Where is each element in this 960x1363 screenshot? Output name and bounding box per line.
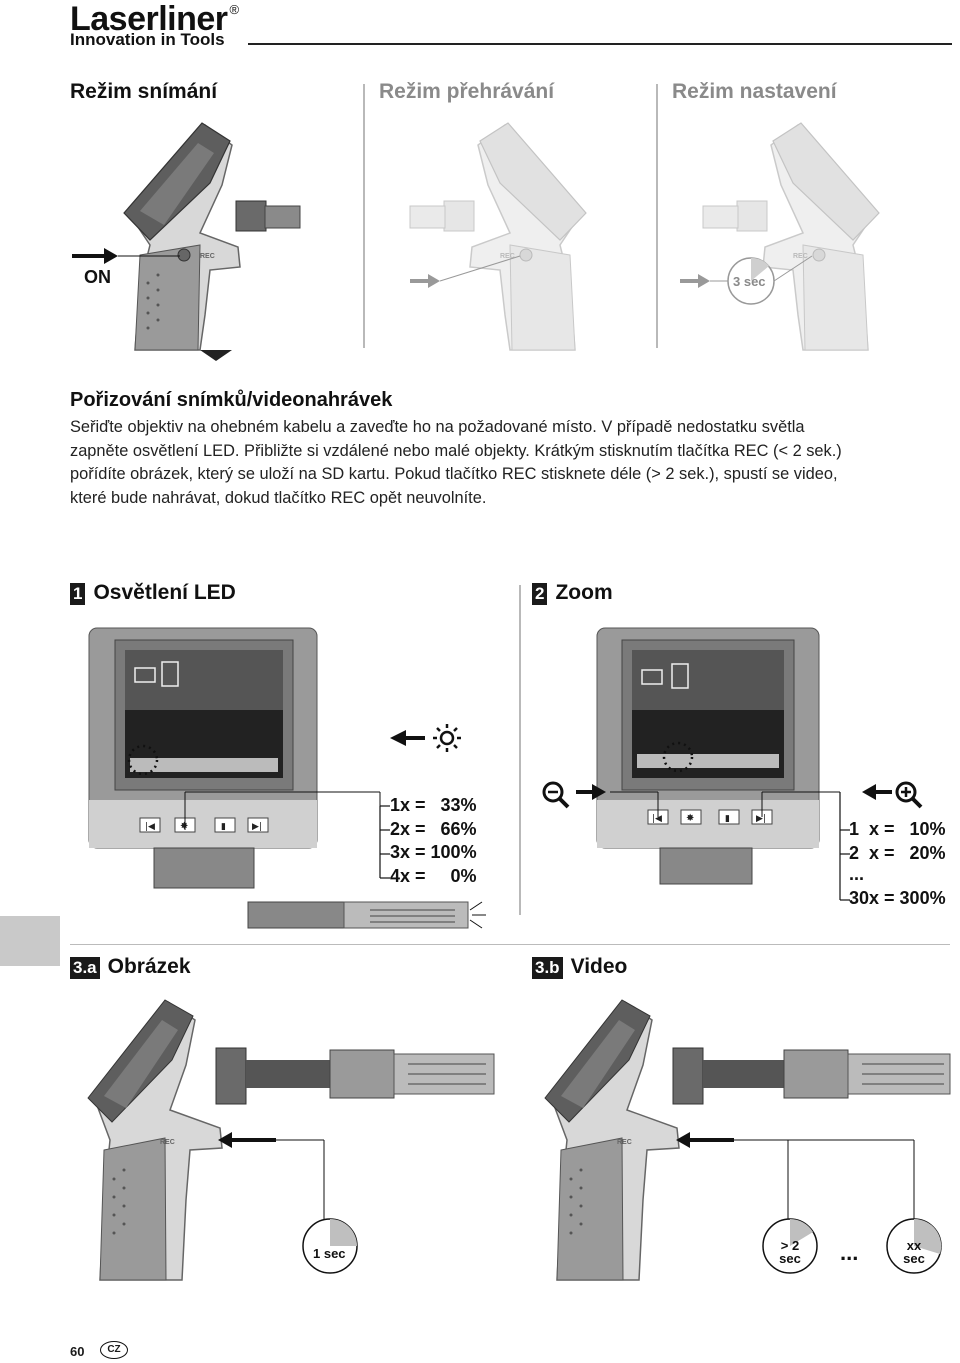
svg-text:REC: REC bbox=[793, 253, 808, 260]
svg-text:REC: REC bbox=[160, 1139, 175, 1146]
mode-playback-heading: Režim přehrávání bbox=[379, 80, 555, 103]
chapter-tab bbox=[0, 916, 60, 966]
led-zoom-illustrations: |◀ ✸ ▮ ▶| bbox=[88, 627, 923, 929]
led-arrow-icon bbox=[390, 730, 425, 746]
svg-text:▶|: ▶| bbox=[756, 814, 766, 824]
device-settings-illustration: REC bbox=[702, 122, 880, 351]
sun-icon bbox=[433, 724, 461, 752]
svg-text:▮: ▮ bbox=[221, 822, 226, 832]
paragraph-line: pořídíte obrázek, který se uloží na SD k… bbox=[70, 465, 838, 483]
power-on-label: ON bbox=[84, 267, 111, 287]
svg-text:▶|: ▶| bbox=[252, 822, 262, 832]
timer-2sec-top: > 2 bbox=[780, 1238, 800, 1253]
timer-2sec-bottom: sec bbox=[779, 1251, 801, 1266]
mode-divider-2 bbox=[656, 84, 658, 348]
zoom-row: 1 x = 10% bbox=[849, 819, 946, 839]
timer-xx-sec-label: xx sec bbox=[901, 1239, 927, 1265]
zoom-level-table: 1 x = 10% 2 x = 20% ... 30x = 300% bbox=[849, 818, 946, 911]
device-capture-illustration: REC bbox=[123, 122, 301, 351]
mode-divider-1 bbox=[363, 84, 365, 348]
section-rule bbox=[70, 944, 950, 945]
power-arrow-icon bbox=[72, 248, 180, 264]
zoom-row: 30x = 300% bbox=[849, 888, 946, 908]
paragraph-line: které bude nahrávat, dokud tlačítko REC … bbox=[70, 488, 487, 507]
svg-text:|◀: |◀ bbox=[652, 814, 662, 824]
led-device-illustration: |◀ ✸ ▮ ▶| bbox=[88, 627, 390, 889]
zoom-out-icon bbox=[542, 781, 606, 809]
led-row: 1x = 33% bbox=[390, 795, 477, 815]
section-paragraph: Seřiďte objektiv na ohebném kabelu a zav… bbox=[70, 416, 950, 510]
capture-illustrations: REC REC bbox=[87, 999, 951, 1281]
zoom-row: ... bbox=[849, 864, 865, 884]
picture-device-illustration: REC bbox=[87, 999, 495, 1281]
timer-xx-top: xx bbox=[906, 1238, 922, 1253]
zoom-in-icon bbox=[862, 781, 923, 809]
led-row: 4x = 0% bbox=[390, 865, 477, 886]
brand-tagline: Innovation in Tools bbox=[70, 30, 225, 49]
hold-3sec-label: 3 sec bbox=[733, 274, 766, 289]
video-device-illustration: REC bbox=[544, 999, 951, 1281]
timer-1sec-label: 1 sec bbox=[313, 1246, 346, 1261]
svg-text:|◀: |◀ bbox=[145, 822, 155, 832]
svg-text:▮: ▮ bbox=[725, 814, 730, 824]
camera-probe-icon bbox=[247, 901, 486, 929]
paragraph-line: Seřiďte objektiv na ohebném kabelu a zav… bbox=[70, 418, 805, 436]
brand-logo: Laserliner® bbox=[70, 0, 239, 38]
led-row: 3x = 100% bbox=[390, 842, 477, 862]
mode-illustrations: REC REC REC bbox=[72, 122, 880, 361]
timer-3sec-icon bbox=[727, 257, 775, 305]
mode-capture-heading: Režim snímání bbox=[70, 80, 218, 103]
ellipsis-label: ... bbox=[840, 1240, 859, 1265]
language-badge: CZ bbox=[100, 1341, 128, 1359]
led-row: 2x = 66% bbox=[390, 818, 477, 839]
zoom-row: 2 x = 20% bbox=[849, 842, 946, 863]
down-arrow-icon bbox=[200, 350, 232, 361]
timer-xx-bottom: sec bbox=[903, 1251, 925, 1266]
timer-1sec-icon bbox=[302, 1218, 358, 1274]
zoom-device-illustration: |◀ ✸ ▮ ▶| bbox=[596, 627, 850, 901]
section-title: Pořizování snímků/videonahrávek bbox=[70, 389, 393, 411]
svg-text:REC: REC bbox=[200, 253, 215, 260]
svg-text:✸: ✸ bbox=[686, 813, 694, 824]
playback-arrow-icon bbox=[410, 255, 521, 288]
timer-2sec-label: > 2 sec bbox=[777, 1239, 803, 1265]
led-brightness-table: 1x = 33% 2x = 66% 3x = 100% 4x = 0% bbox=[390, 794, 477, 888]
timer-2sec-icon bbox=[762, 1218, 818, 1274]
page-number: 60 bbox=[70, 1344, 85, 1359]
svg-text:✸: ✸ bbox=[180, 821, 188, 832]
svg-text:REC: REC bbox=[617, 1139, 632, 1146]
timer-xx-sec-icon bbox=[886, 1218, 942, 1274]
device-playback-illustration: REC bbox=[409, 122, 587, 351]
led-zoom-divider bbox=[519, 585, 521, 915]
header-rule bbox=[248, 43, 952, 45]
svg-text:REC: REC bbox=[500, 253, 515, 260]
mode-settings-heading: Režim nastavení bbox=[672, 80, 837, 103]
paragraph-line: zapněte osvětlení LED. Přibližte si vzdá… bbox=[70, 441, 842, 460]
settings-arrow-icon bbox=[680, 255, 813, 288]
